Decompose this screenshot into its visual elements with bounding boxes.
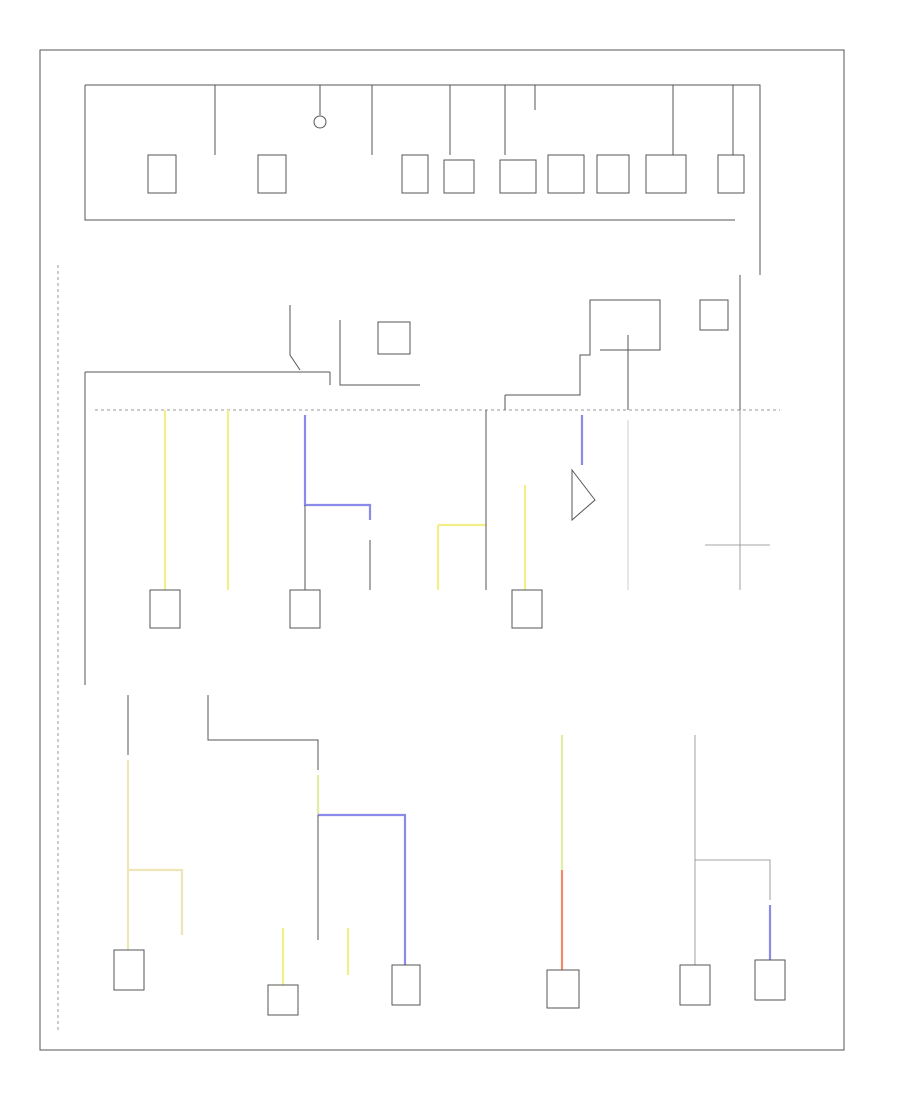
top-bus-wire xyxy=(85,84,761,275)
component-mid-1 xyxy=(149,589,181,629)
component-top-2 xyxy=(257,154,287,194)
component-top-6 xyxy=(499,159,537,194)
component-bottom-1 xyxy=(113,949,145,991)
right-relay-wire xyxy=(505,299,661,396)
relay-switch-wire xyxy=(289,305,301,371)
relay-coil-wire xyxy=(339,320,420,386)
component-top-7 xyxy=(547,154,585,194)
bottom-components xyxy=(113,949,786,1016)
component-mid-3 xyxy=(289,589,321,629)
component-bottom-6 xyxy=(754,959,786,1001)
component-top-9 xyxy=(645,154,687,194)
middle-section xyxy=(57,265,780,1030)
component-bottom-2 xyxy=(267,984,299,1016)
bottom-right-branch xyxy=(695,859,771,900)
bottom-section xyxy=(126,695,772,985)
bottom-blue-1 xyxy=(318,813,407,965)
component-top-8 xyxy=(596,154,630,194)
top-components xyxy=(147,115,745,194)
bottom-feed-2 xyxy=(207,695,319,770)
branch-blue-1 xyxy=(303,415,372,520)
component-top-1 xyxy=(147,154,177,194)
top-bus-return-wire xyxy=(84,85,735,221)
bottom-cream-2 xyxy=(128,868,184,935)
component-bottom-3 xyxy=(391,964,421,1006)
component-bottom-5 xyxy=(679,964,711,1006)
relay-box xyxy=(377,321,411,355)
component-mid-5 xyxy=(511,589,543,629)
middle-components xyxy=(149,468,596,629)
component-top-3 xyxy=(313,115,327,129)
component-top-5 xyxy=(443,159,475,194)
top-power-bus xyxy=(84,84,761,275)
component-mid-sensor xyxy=(571,468,596,522)
component-top-10 xyxy=(717,154,745,194)
diagram-border xyxy=(39,49,845,1051)
middle-branches xyxy=(163,410,770,590)
right-relay-box xyxy=(699,299,729,331)
component-bottom-4 xyxy=(546,969,580,1009)
component-top-4 xyxy=(401,154,429,194)
